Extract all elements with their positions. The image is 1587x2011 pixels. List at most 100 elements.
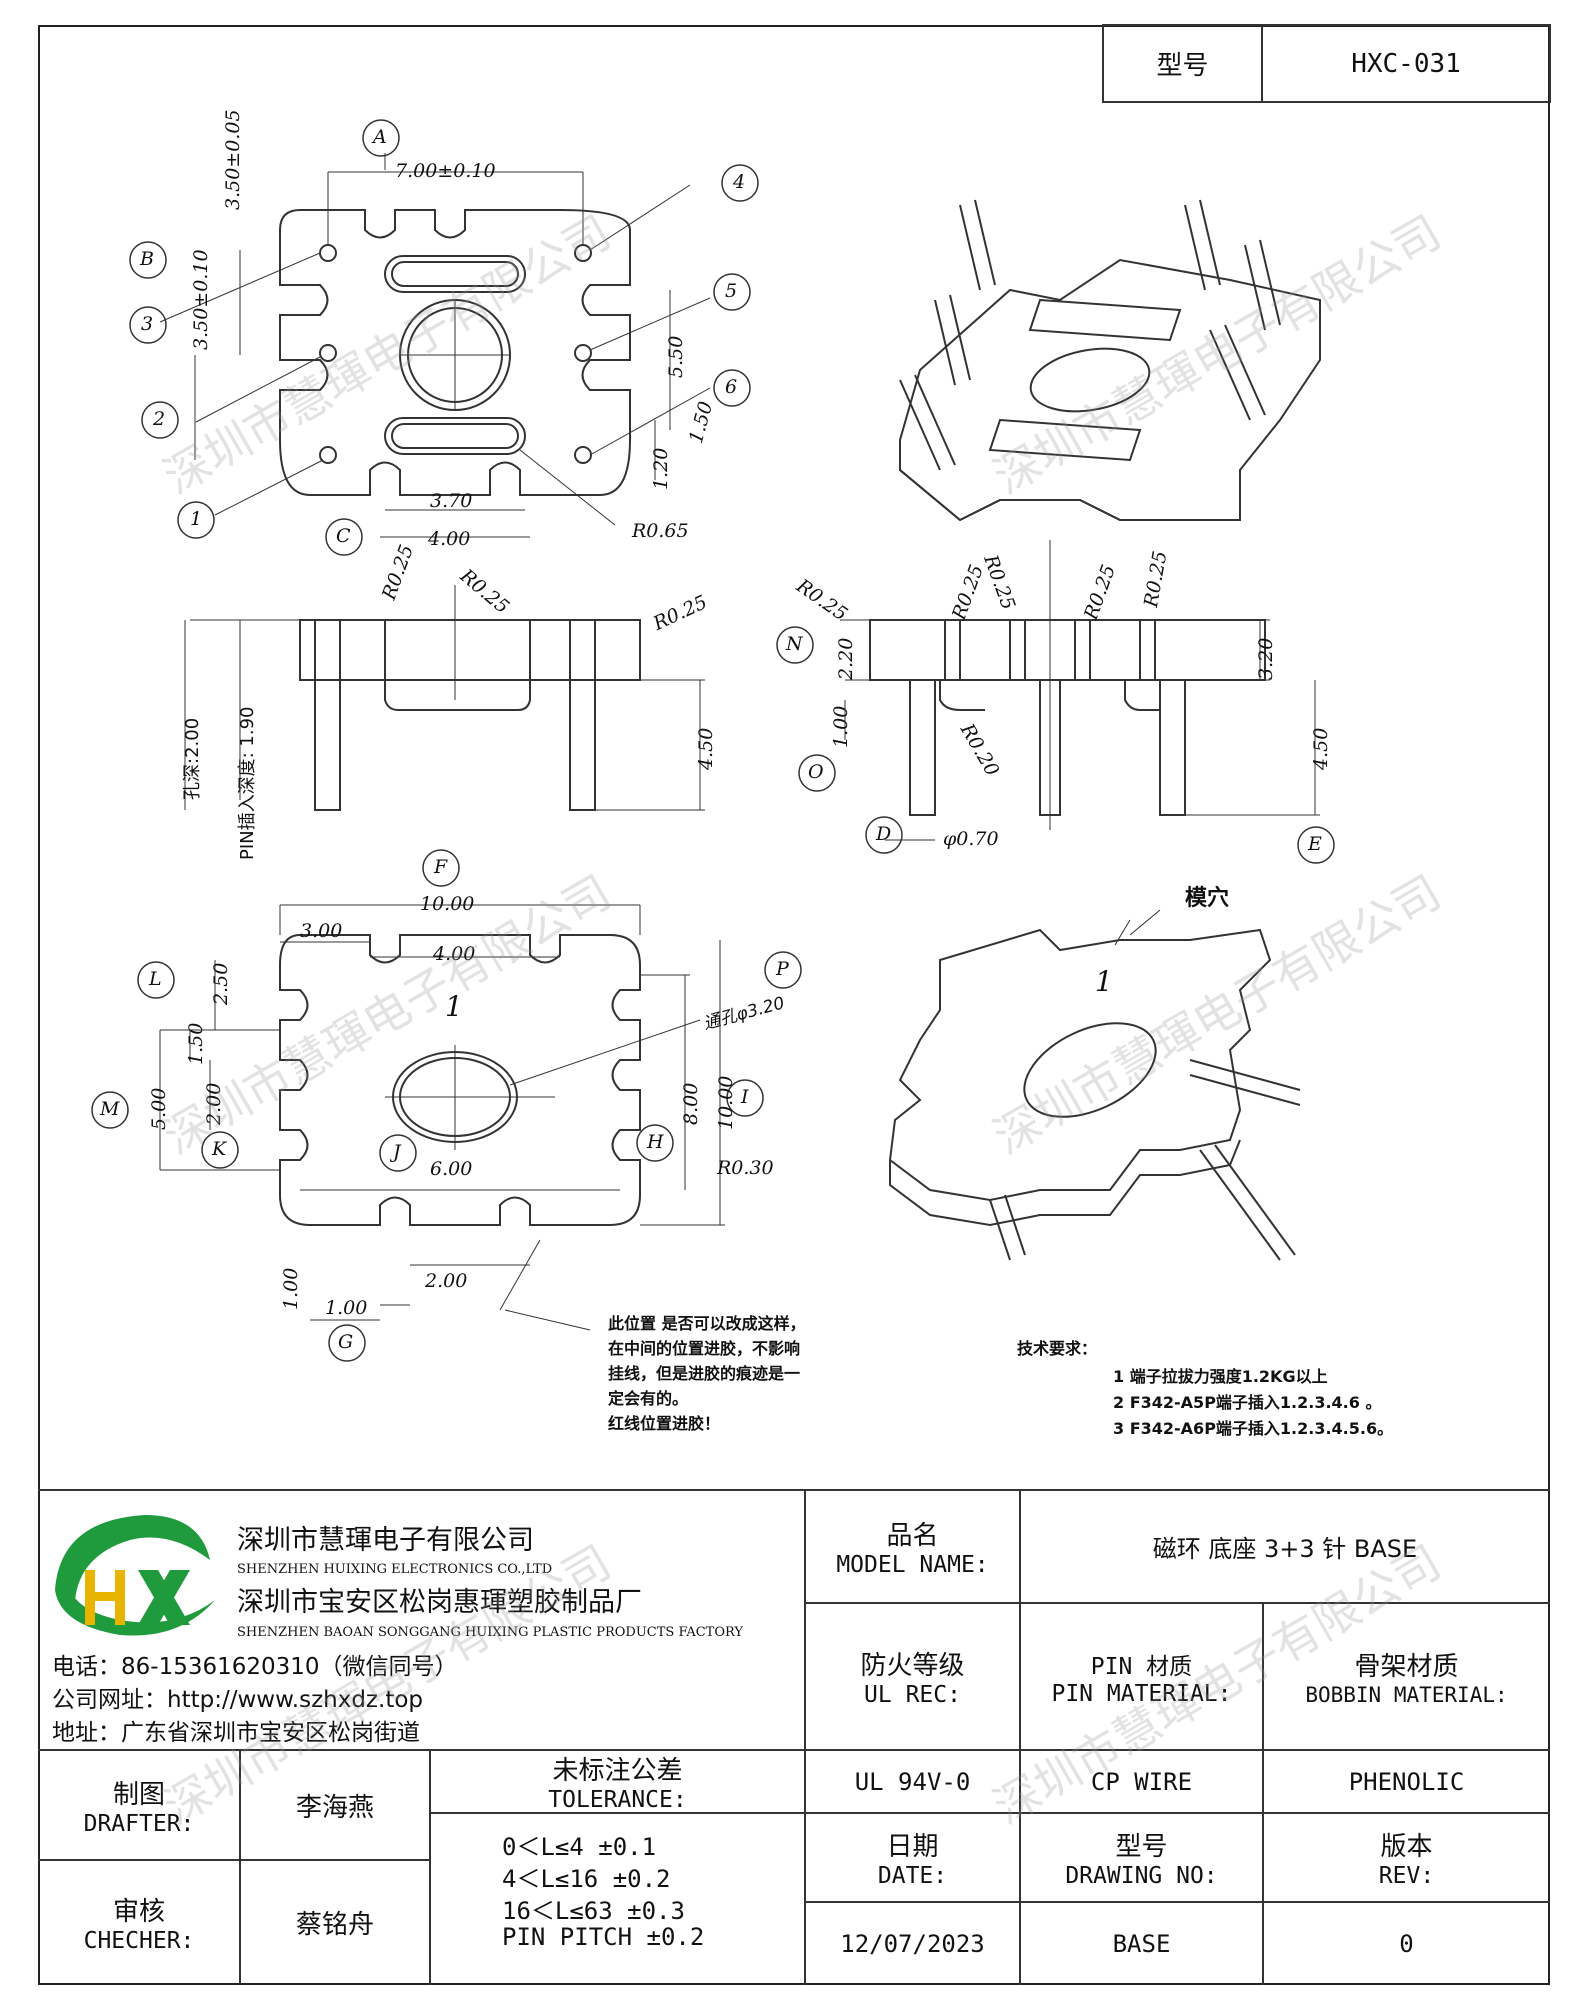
dim-label: 2.00 — [203, 1082, 225, 1125]
checker-label-en: CHECHER: — [83, 1928, 195, 1954]
date-label: 日期 DATE: — [805, 1813, 1020, 1902]
isometric-view-bottom — [888, 909, 1301, 1261]
balloon-label: O — [808, 761, 824, 783]
dim-label: 2.00 — [425, 1270, 468, 1292]
balloon-label: F — [434, 856, 448, 878]
pin-material-value: CP WIRE — [1090, 1767, 1193, 1796]
balloon-label: D — [876, 823, 892, 845]
type-value: HXC-031 — [1351, 48, 1461, 79]
company-address: 地址：广东省深圳市宝安区松岗街道 — [52, 1720, 420, 1746]
company-phone: 电话：86-15361620310（微信同号） — [52, 1654, 458, 1680]
ul-rec-value: UL 94V-0 — [854, 1767, 971, 1796]
balloon-label: 3 — [141, 313, 154, 335]
dim-label: 5.50 — [665, 335, 687, 378]
ul-rec-label-en: UL REC: — [864, 1682, 961, 1708]
dim-label: 3.20 — [1255, 637, 1277, 680]
rev-label-cn: 版本 — [1380, 1832, 1433, 1862]
factory-name-en: SHENZHEN BAOAN SONGGANG HUIXING PLASTIC … — [237, 1625, 743, 1640]
company-name-cn: 深圳市慧琿电子有限公司 — [237, 1525, 534, 1556]
dim-label: 10.00 — [420, 893, 475, 915]
dim-label: 2.50 — [210, 962, 232, 1005]
drawing-no-value: BASE — [1112, 1929, 1171, 1958]
balloon-label: 6 — [725, 376, 738, 398]
company-name-en: SHENZHEN HUIXING ELECTRONICS CO.,LTD — [237, 1562, 553, 1577]
balloon-label: L — [149, 968, 162, 990]
top-view-outline — [159, 153, 711, 538]
dim-label: PIN插入深度: 1.90 — [237, 706, 258, 861]
bobbin-material-label: 骨架材质 BOBBIN MATERIAL: — [1263, 1603, 1550, 1750]
checker-label-cn: 审核 — [112, 1897, 165, 1927]
front-view-outline — [184, 585, 705, 811]
balloon-label: 5 — [725, 280, 738, 302]
company-website: 公司网址：http://www.szhxdz.top — [52, 1687, 424, 1713]
dim-label: 3.50±0.05 — [222, 109, 244, 210]
drawing-no-label-cn: 型号 — [1115, 1832, 1168, 1862]
cavity-one-mark: 1 — [1095, 965, 1113, 998]
glue-note-line: 在中间的位置进胶，不影响 — [608, 1339, 801, 1358]
dim-label: 1.20 — [650, 447, 672, 490]
balloon-label: 2 — [153, 408, 166, 430]
drafter-value: 李海燕 — [295, 1792, 374, 1823]
balloon-label: A — [373, 126, 387, 148]
bobbin-material-value: PHENOLIC — [1348, 1767, 1465, 1796]
dim-label: 1.00 — [830, 705, 852, 748]
dim-label: 2.20 — [835, 637, 857, 680]
dim-label: 3.50±0.10 — [190, 249, 212, 350]
drafter-label-cn: 制图 — [112, 1779, 165, 1810]
drawing-sheet — [38, 25, 1550, 1985]
balloon-label: I — [741, 1086, 749, 1108]
tolerance-label-cn: 未标注公差 — [552, 1756, 683, 1786]
checker-value: 蔡铭舟 — [295, 1910, 374, 1940]
factory-name-cn: 深圳市宝安区松岗惠琿塑胶制品厂 — [237, 1587, 642, 1618]
tolerance-line: 16＜L≤63 ±0.3 — [502, 1897, 685, 1925]
dim-label: R0.65 — [632, 520, 689, 542]
dim-label: 5.00 — [148, 1087, 170, 1130]
balloon-label: P — [776, 958, 789, 980]
balloon-label: K — [212, 1138, 227, 1160]
pin-material-label-en: PIN MATERIAL: — [1051, 1680, 1232, 1707]
tolerance-line: 4＜L≤16 ±0.2 — [502, 1865, 671, 1893]
glue-note-line: 挂线，但是进胶的痕迹是一 — [608, 1364, 801, 1383]
balloon-label: 1 — [190, 508, 203, 530]
dim-label: 孔深:2.00 — [182, 717, 203, 800]
date-value: 12/07/2023 — [840, 1929, 985, 1958]
dim-label: φ0.70 — [943, 828, 999, 850]
glue-note-line: 红线位置进胶！ — [608, 1414, 721, 1433]
dim-label: 7.00±0.10 — [395, 160, 496, 182]
type-label: 型号 — [1156, 51, 1209, 81]
company-logo — [55, 1515, 215, 1636]
ul-rec-label-cn: 防火等级 — [860, 1651, 965, 1681]
balloon-label: B — [140, 248, 154, 270]
glue-note-line: 此位置 是否可以改成这样， — [608, 1314, 806, 1333]
drafter-label-en: DRAFTER: — [83, 1810, 195, 1837]
title-block-grid — [38, 1489, 1550, 1985]
tolerance-line: 0＜L≤4 ±0.1 — [502, 1833, 657, 1861]
balloon-label: N — [786, 633, 803, 655]
tech-req-item: 2 F342-A5P端子插入1.2.3.4.6 。 — [1113, 1393, 1382, 1412]
date-label-en: DATE: — [877, 1863, 948, 1889]
bottom-view-outline — [159, 904, 725, 1331]
cavity-label: 模穴 — [1185, 886, 1230, 911]
tech-req-title: 技术要求： — [1017, 1339, 1098, 1358]
dim-label: 3.70 — [430, 490, 473, 512]
dim-label: 4.00 — [433, 943, 476, 965]
dim-label: 4.00 — [428, 528, 471, 550]
pin-one-mark: 1 — [445, 990, 463, 1023]
glue-note-line: 定会有的。 — [608, 1389, 689, 1408]
balloon-label: 4 — [733, 171, 746, 193]
balloon-circles — [91, 119, 1335, 1362]
rev-label-en: REV: — [1378, 1863, 1435, 1889]
balloon-label: C — [336, 525, 351, 547]
tolerance-label: 未标注公差 TOLERANCE: — [430, 1750, 805, 1813]
dim-label: 1.00 — [325, 1297, 368, 1319]
tolerance-label-en: TOLERANCE: — [548, 1787, 687, 1813]
checker-label: 审核 CHECHER: — [38, 1860, 240, 1985]
dim-label: 10.00 — [715, 1075, 737, 1130]
balloon-label: J — [393, 1141, 401, 1163]
bobbin-material-label-cn: 骨架材质 — [1354, 1652, 1459, 1682]
date-label-cn: 日期 — [886, 1832, 939, 1862]
balloon-label: E — [1308, 833, 1322, 855]
dim-label: R0.30 — [717, 1157, 774, 1179]
dim-label: 8.00 — [680, 1082, 702, 1125]
